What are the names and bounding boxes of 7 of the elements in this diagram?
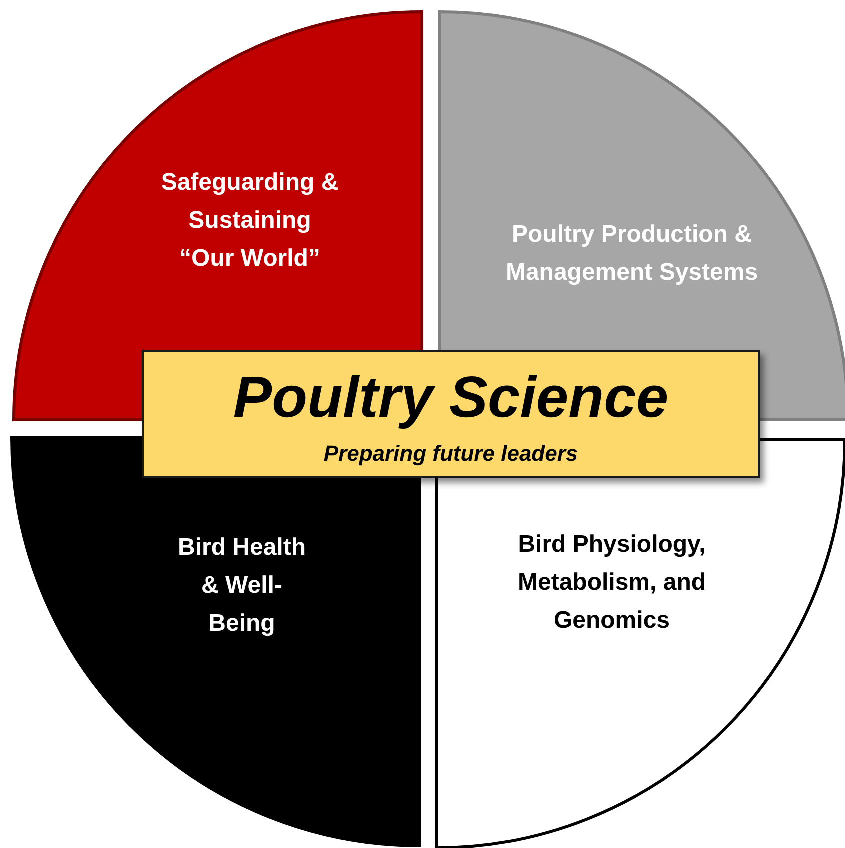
quadrant-label: Safeguarding & Sustaining “Our World” [160, 168, 340, 274]
title-text: Poultry Science [232, 366, 670, 430]
quadrant-label: Bird Health & Well-Being [176, 533, 307, 639]
title-box [142, 350, 760, 478]
quadrant-label: Poultry Production & Management Systems [504, 220, 760, 288]
quadrant-label: Bird Physiology, Metabolism, and Genomics [516, 530, 708, 636]
subtitle-text: Preparing future leaders [322, 442, 580, 466]
